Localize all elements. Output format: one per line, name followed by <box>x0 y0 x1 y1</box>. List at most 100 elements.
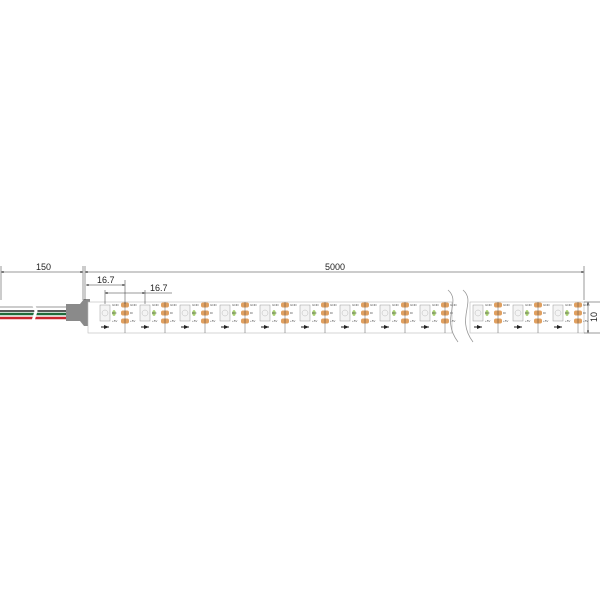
led-unit <box>99 304 116 329</box>
led-lens <box>181 309 189 317</box>
pad-label-right: +5V <box>450 319 455 323</box>
led-chip <box>259 304 271 322</box>
capacitor <box>112 310 116 316</box>
pad-label-left: +5V <box>312 319 317 323</box>
pad-label-left: GND <box>485 303 493 307</box>
dimension-pitch-2: 16.7 <box>104 283 172 304</box>
pad-label-right: DI <box>250 311 253 315</box>
cut-pads: GND GND DO DI +5V +5V <box>565 302 591 333</box>
pad-label-left: GND <box>392 303 400 307</box>
led-unit <box>179 304 196 329</box>
dim-strip-label: 5000 <box>325 262 345 272</box>
led-unit <box>552 304 569 329</box>
pad-label-left: +5V <box>565 319 570 323</box>
pad-label-right: +5V <box>330 319 335 323</box>
pad-label-left: GND <box>525 303 533 307</box>
pad-label-right: DI <box>370 311 373 315</box>
pad-label-right: +5V <box>503 319 508 323</box>
pad-label-left: +5V <box>392 319 397 323</box>
dim-lead-label: 150 <box>36 262 51 272</box>
pad-label-right: +5V <box>290 319 295 323</box>
led-lens <box>141 309 149 317</box>
pad-label-right: +5V <box>210 319 215 323</box>
pad-label-right: +5V <box>583 319 588 323</box>
led-lens <box>381 309 389 317</box>
pad-label-right: DI <box>290 311 293 315</box>
pad-label-right: GND <box>330 303 338 307</box>
pad-label-right: GND <box>503 303 511 307</box>
pad-label-left: DO <box>525 311 530 315</box>
pad-label-right: +5V <box>130 319 135 323</box>
break-line-right <box>462 289 474 343</box>
dim-width-label: 10 <box>589 312 599 322</box>
led-chip <box>419 304 431 322</box>
led-chip <box>512 304 524 322</box>
pad-label-left: +5V <box>485 319 490 323</box>
pad-label-right: +5V <box>543 319 548 323</box>
pad-label-left: GND <box>352 303 360 307</box>
led-unit <box>379 304 396 329</box>
led-chip <box>552 304 564 322</box>
pad-label-right: +5V <box>410 319 415 323</box>
pad-label-left: +5V <box>352 319 357 323</box>
pad-label-left: GND <box>312 303 320 307</box>
dim-pitch-2-label: 16.7 <box>150 283 168 293</box>
pad-label-left: GND <box>565 303 573 307</box>
led-lens <box>554 309 562 317</box>
cut-pads: GND GND DO DI +5V +5V <box>352 302 378 333</box>
capacitor <box>312 310 316 316</box>
capacitor <box>565 310 569 316</box>
pad-label-left: +5V <box>152 319 157 323</box>
capacitor <box>272 310 276 316</box>
pad-label-left: DO <box>352 311 357 315</box>
led-chip <box>339 304 351 322</box>
pad-label-left: GND <box>192 303 200 307</box>
pad-label-right: GND <box>370 303 378 307</box>
pad-label-left: +5V <box>272 319 277 323</box>
wire-break-mark <box>31 302 38 322</box>
capacitor <box>392 310 396 316</box>
strip-section-right <box>469 301 585 334</box>
led-chip <box>379 304 391 322</box>
connector-sleeve <box>66 299 90 326</box>
pad-label-right: GND <box>130 303 138 307</box>
pad-label-left: +5V <box>432 319 437 323</box>
pad-label-left: GND <box>152 303 160 307</box>
pad-label-left: DO <box>272 311 277 315</box>
pad-label-right: GND <box>450 303 458 307</box>
dimension-strip: 5000 <box>84 262 585 300</box>
dimension-pitch-1: 16.7 <box>86 275 126 304</box>
led-lens <box>514 309 522 317</box>
led-unit <box>299 304 316 329</box>
pad-label-right: GND <box>170 303 178 307</box>
pad-label-left: DO <box>565 311 570 315</box>
pad-label-right: DI <box>543 311 546 315</box>
led-chip <box>139 304 151 322</box>
led-unit <box>419 304 436 329</box>
pad-label-right: +5V <box>370 319 375 323</box>
pad-label-right: GND <box>583 303 591 307</box>
led-chip <box>99 304 111 322</box>
pad-label-left: DO <box>432 311 437 315</box>
pad-label-left: GND <box>432 303 440 307</box>
led-lens <box>421 309 429 317</box>
pad-label-right: DI <box>410 311 413 315</box>
pad-label-right: GND <box>250 303 258 307</box>
pad-label-right: DI <box>583 311 586 315</box>
pad-label-right: GND <box>210 303 218 307</box>
led-unit <box>259 304 276 329</box>
capacitor <box>232 310 236 316</box>
pad-label-right: +5V <box>170 319 175 323</box>
pad-label-right: GND <box>290 303 298 307</box>
pad-label-right: +5V <box>250 319 255 323</box>
led-lens <box>474 309 482 317</box>
pad-label-left: +5V <box>525 319 530 323</box>
